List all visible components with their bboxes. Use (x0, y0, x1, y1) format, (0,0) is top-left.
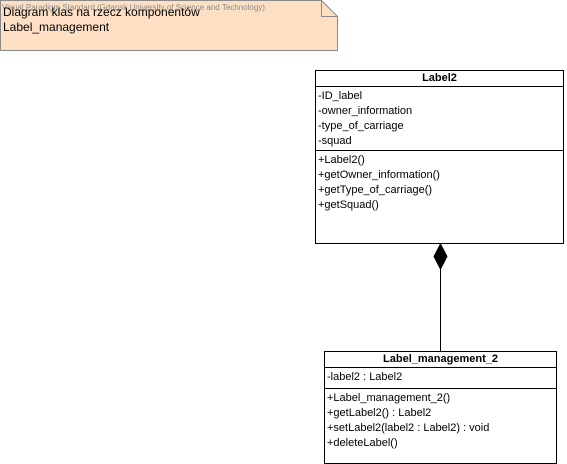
diagram-note: Visual Paradigm Standard (Gdansk Univers… (0, 0, 338, 51)
operation: +getSquad() (318, 199, 379, 211)
operation: +Label2() (318, 154, 365, 166)
note-shape (0, 0, 338, 51)
class-label-management-2[interactable]: Label_management_2 -label2 : Label2 +Lab… (324, 351, 557, 464)
attribute: -label2 : Label2 (327, 371, 403, 383)
class-label2[interactable]: Label2 -ID_label -owner_information -typ… (315, 70, 564, 244)
attribute-compartment: -ID_label -owner_information -type_of_ca… (316, 87, 563, 151)
class-name: Label2 (316, 71, 563, 87)
attribute: -owner_information (318, 105, 413, 117)
operation: +getType_of_carriage() (318, 184, 433, 196)
operation-compartment: +Label_management_2() +getLabel2() : Lab… (325, 389, 556, 453)
note-subtitle: Label_management (3, 20, 110, 34)
attribute-compartment: -label2 : Label2 (325, 368, 556, 389)
attribute: -ID_label (318, 90, 363, 102)
note-title: Diagram klas na rzecz komponentów (3, 5, 200, 19)
operation: +getLabel2() : Label2 (327, 407, 432, 419)
attribute: -squad (318, 135, 352, 147)
operation-compartment: +Label2() +getOwner_information() +getTy… (316, 151, 563, 215)
operation: +deleteLabel() (327, 437, 398, 449)
operation: +getOwner_information() (318, 169, 440, 181)
operation: +Label_management_2() (327, 392, 451, 404)
operation: +setLabel2(label2 : Label2) : void (327, 422, 490, 434)
note-watermark: Visual Paradigm Standard (Gdansk Univers… (2, 3, 265, 12)
class-name: Label_management_2 (325, 352, 556, 368)
attribute: -type_of_carriage (318, 120, 404, 132)
composition-diamond-icon (433, 242, 448, 271)
